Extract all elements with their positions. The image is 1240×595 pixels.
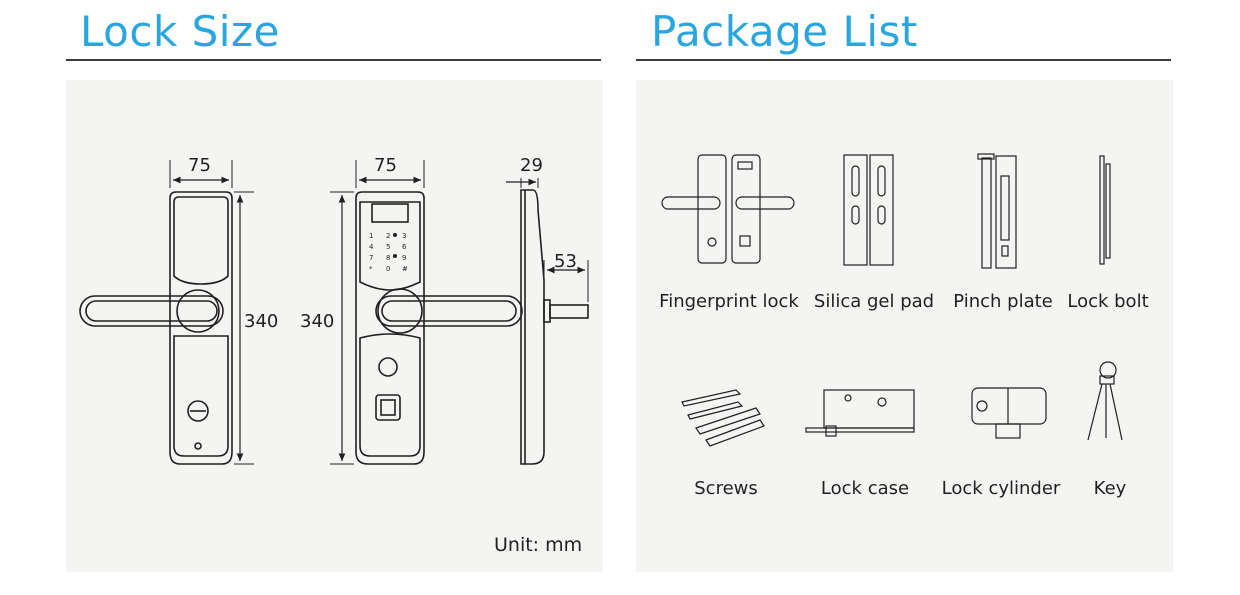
front-height-label: 340 — [244, 311, 279, 332]
svg-text:9: 9 — [402, 254, 406, 262]
package-items-drawing — [661, 153, 1123, 447]
lock-cylinder-icon — [971, 387, 1047, 439]
package-list-panel: Fingerprint lock Silica gel pad Pinch pl… — [636, 80, 1173, 572]
svg-text:0: 0 — [386, 265, 390, 273]
item-label-key: Key — [1093, 478, 1127, 499]
lock-bolt-icon — [1099, 155, 1111, 265]
item-label-lock-case: Lock case — [820, 478, 910, 499]
bolt-length-label: 53 — [554, 251, 577, 272]
pinch-plate-icon — [977, 153, 1017, 269]
lock-size-panel: 1 2 3 4 5 6 7 8 9 * 0 # 75 340 75 340 29 53 Unit… — [66, 80, 603, 572]
package-list-title: Package List — [651, 7, 918, 56]
package-list-divider — [636, 59, 1171, 61]
back-height-label: 340 — [300, 311, 335, 332]
side-depth-label: 29 — [520, 155, 543, 176]
lock-size-divider — [66, 59, 601, 61]
unit-label: Unit: mm — [494, 534, 583, 556]
svg-text:#: # — [402, 265, 408, 273]
item-label-silica-gel-pad: Silica gel pad — [813, 291, 935, 312]
silica-gel-pad-icon — [843, 154, 894, 266]
screws-icon — [681, 389, 765, 447]
svg-text:8: 8 — [386, 254, 390, 262]
item-label-screws: Screws — [694, 478, 758, 499]
item-label-pinch-plate: Pinch plate — [953, 291, 1053, 312]
lock-dimension-drawing: 1 2 3 4 5 6 7 8 9 * 0 # — [79, 160, 589, 465]
svg-text:2: 2 — [386, 232, 390, 240]
side-view-outline — [520, 189, 589, 465]
item-label-lock-bolt: Lock bolt — [1067, 291, 1149, 312]
back-view-outline — [355, 191, 523, 465]
item-label-fingerprint-lock: Fingerprint lock — [659, 291, 799, 312]
fingerprint-lock-icon — [661, 154, 795, 264]
svg-text:7: 7 — [369, 254, 373, 262]
item-label-lock-cylinder: Lock cylinder — [941, 478, 1061, 499]
lock-case-icon — [805, 389, 915, 437]
back-width-label: 75 — [374, 155, 397, 176]
svg-text:5: 5 — [386, 243, 390, 251]
key-icon — [1087, 361, 1123, 441]
front-width-label: 75 — [188, 155, 211, 176]
keypad-digits: 1 2 3 4 5 6 7 8 9 * 0 # — [369, 232, 408, 273]
svg-text:3: 3 — [402, 232, 406, 240]
svg-text:6: 6 — [402, 243, 407, 251]
svg-text:4: 4 — [369, 243, 374, 251]
lock-size-title: Lock Size — [80, 7, 280, 56]
front-view-outline — [79, 191, 233, 465]
svg-text:*: * — [369, 265, 373, 273]
svg-text:1: 1 — [369, 232, 373, 240]
